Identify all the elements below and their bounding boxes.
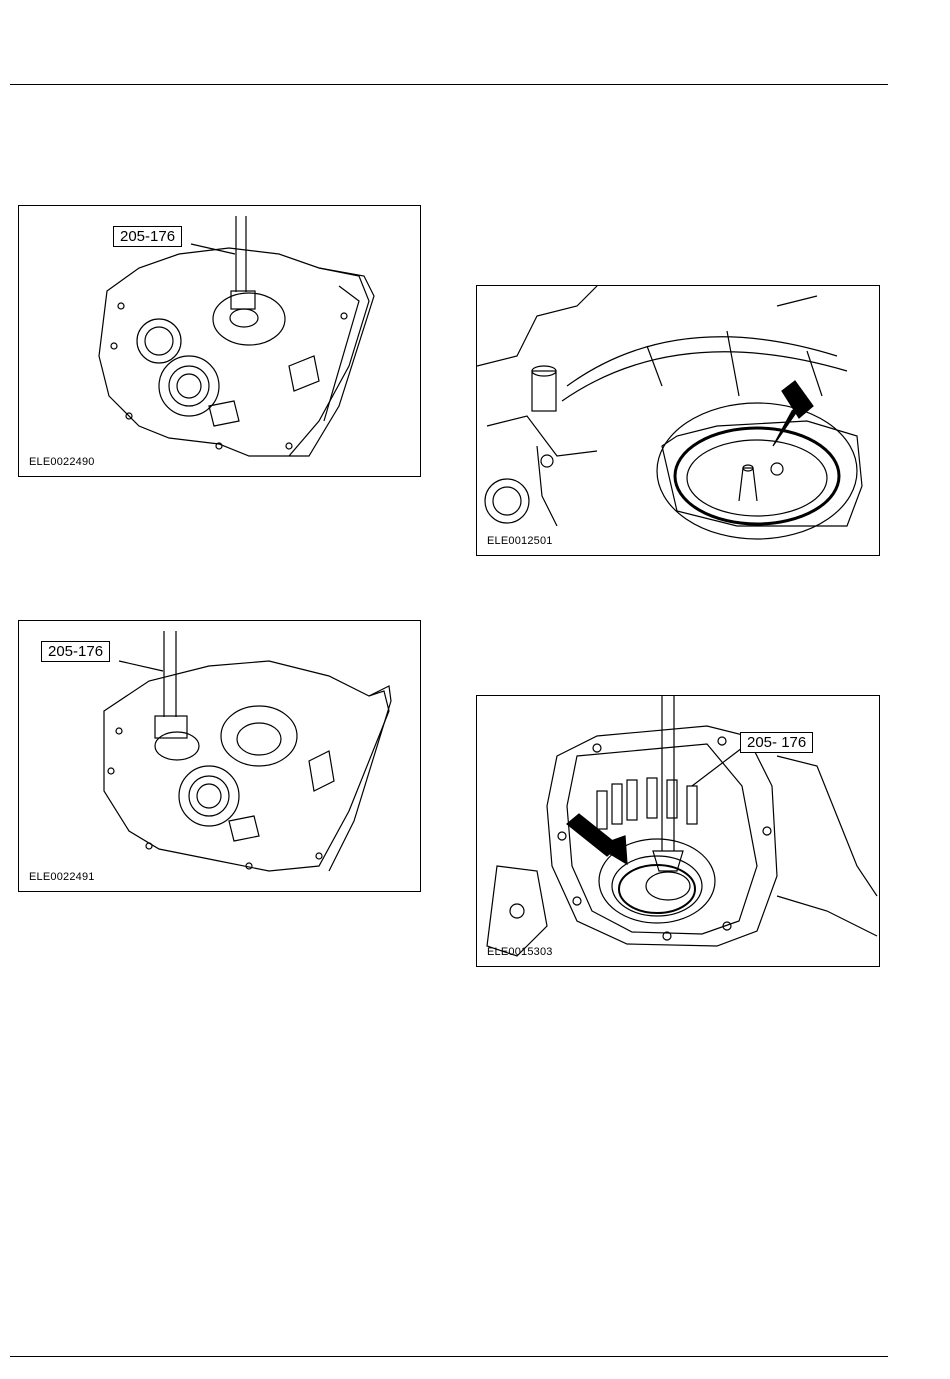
figure-code: ELE0022490	[29, 456, 95, 468]
figure-code: ELE0012501	[487, 535, 553, 547]
figure-code: ELE0022491	[29, 871, 95, 883]
tool-number-label: 205- 176	[740, 732, 813, 753]
figure-ele0022490: 205-176 ELE0022490	[18, 205, 421, 477]
bore-detail-illustration	[477, 286, 880, 556]
housing-with-tool-illustration	[477, 696, 880, 967]
bottom-rule	[10, 1356, 888, 1357]
figure-ele0012501: ELE0012501	[476, 285, 880, 556]
figure-code: ELE0015303	[487, 946, 553, 958]
tool-number-label: 205-176	[113, 226, 182, 247]
figure-ele0015303: 205- 176 ELE0015303	[476, 695, 880, 967]
tool-number-label: 205-176	[41, 641, 110, 662]
figure-ele0022491: 205-176 ELE0022491	[18, 620, 421, 892]
transmission-case-illustration	[19, 206, 421, 477]
top-rule	[10, 84, 888, 85]
